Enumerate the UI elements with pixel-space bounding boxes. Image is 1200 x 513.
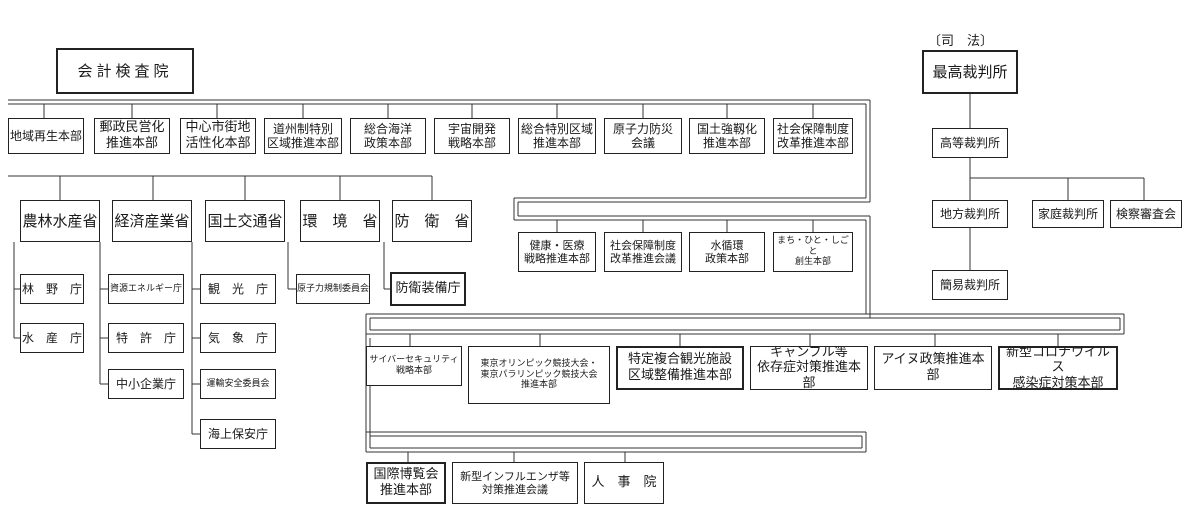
row1-box: 総合海洋 政策本部 — [350, 118, 426, 154]
agency-box: 中小企業庁 — [108, 369, 184, 399]
agency-box: 林 野 庁 — [20, 274, 84, 304]
row3-box: 特定複合観光施設 区域整備推進本部 — [616, 346, 744, 390]
row1-box: 中心市街地 活性化本部 — [180, 118, 256, 154]
row1-box: 総合特別区域 推進本部 — [518, 118, 596, 154]
agency-box: 特 許 庁 — [108, 323, 184, 353]
row3-box: サイバーセキュリティ 戦略本部 — [366, 346, 462, 386]
board-of-audit: 会計検査院 — [56, 48, 194, 94]
row2-box: まち・ひと・しごと 創生本部 — [773, 232, 853, 272]
row3-box: アイヌ政策推進本部 — [874, 346, 992, 390]
row4-box: 国際博覧会 推進本部 — [366, 462, 446, 504]
high-court: 高等裁判所 — [932, 128, 1008, 158]
summary-court: 簡易裁判所 — [932, 270, 1008, 300]
agency-box: 資源エネルギー庁 — [108, 274, 184, 304]
row1-box: 国土強靱化 推進本部 — [689, 118, 765, 154]
ministry-environment: 環 境 省 — [300, 200, 380, 242]
row1-box: 原子力防災 会議 — [604, 118, 682, 154]
row2-box: 水循環 政策本部 — [689, 232, 765, 272]
row4-box: 人 事 院 — [584, 462, 664, 504]
agency-box: 運輸安全委員会 — [200, 369, 276, 399]
row2-box: 健康・医療 戦略推進本部 — [518, 232, 596, 272]
agency-box: 海上保安庁 — [200, 419, 276, 449]
agency-box: 観 光 庁 — [200, 274, 276, 304]
row3-box: 東京オリンピック競技大会・ 東京パラリンピック競技大会 推進本部 — [468, 346, 610, 404]
inquest-committee: 検察審査会 — [1110, 200, 1182, 228]
agency-box: 水 産 庁 — [20, 323, 84, 353]
row1-box: 社会保障制度 改革推進本部 — [773, 118, 853, 154]
row4-box: 新型インフルエンザ等 対策推進会議 — [452, 462, 578, 504]
row3-box: 新型コロナウイルス 感染症対策本部 — [998, 346, 1118, 390]
agency-box: 気 象 庁 — [200, 323, 276, 353]
agency-box: 防衛装備庁 — [390, 272, 466, 306]
row1-box: 宇宙開発 戦略本部 — [434, 118, 510, 154]
row3-box: ギャンブル等 依存症対策推進本部 — [750, 346, 868, 390]
ministry-land: 国土交通省 — [205, 200, 285, 242]
family-court: 家庭裁判所 — [1032, 200, 1104, 228]
row2-box: 社会保障制度 改革推進会議 — [604, 232, 682, 272]
ministry-economy: 経済産業省 — [112, 200, 192, 242]
row1-box: 道州制特別 区域推進本部 — [264, 118, 342, 154]
district-court: 地方裁判所 — [932, 200, 1008, 228]
ministry-defense: 防 衛 省 — [392, 200, 472, 242]
row1-box: 地域再生本部 — [8, 118, 84, 154]
supreme-court: 最高裁判所 — [922, 50, 1018, 94]
row1-box: 郵政民営化 推進本部 — [94, 118, 170, 154]
judiciary-caption: 〔司 法〕 — [928, 34, 994, 49]
ministry-agriculture: 農林水産省 — [20, 200, 100, 242]
agency-box: 原子力規制委員会 — [296, 274, 370, 304]
